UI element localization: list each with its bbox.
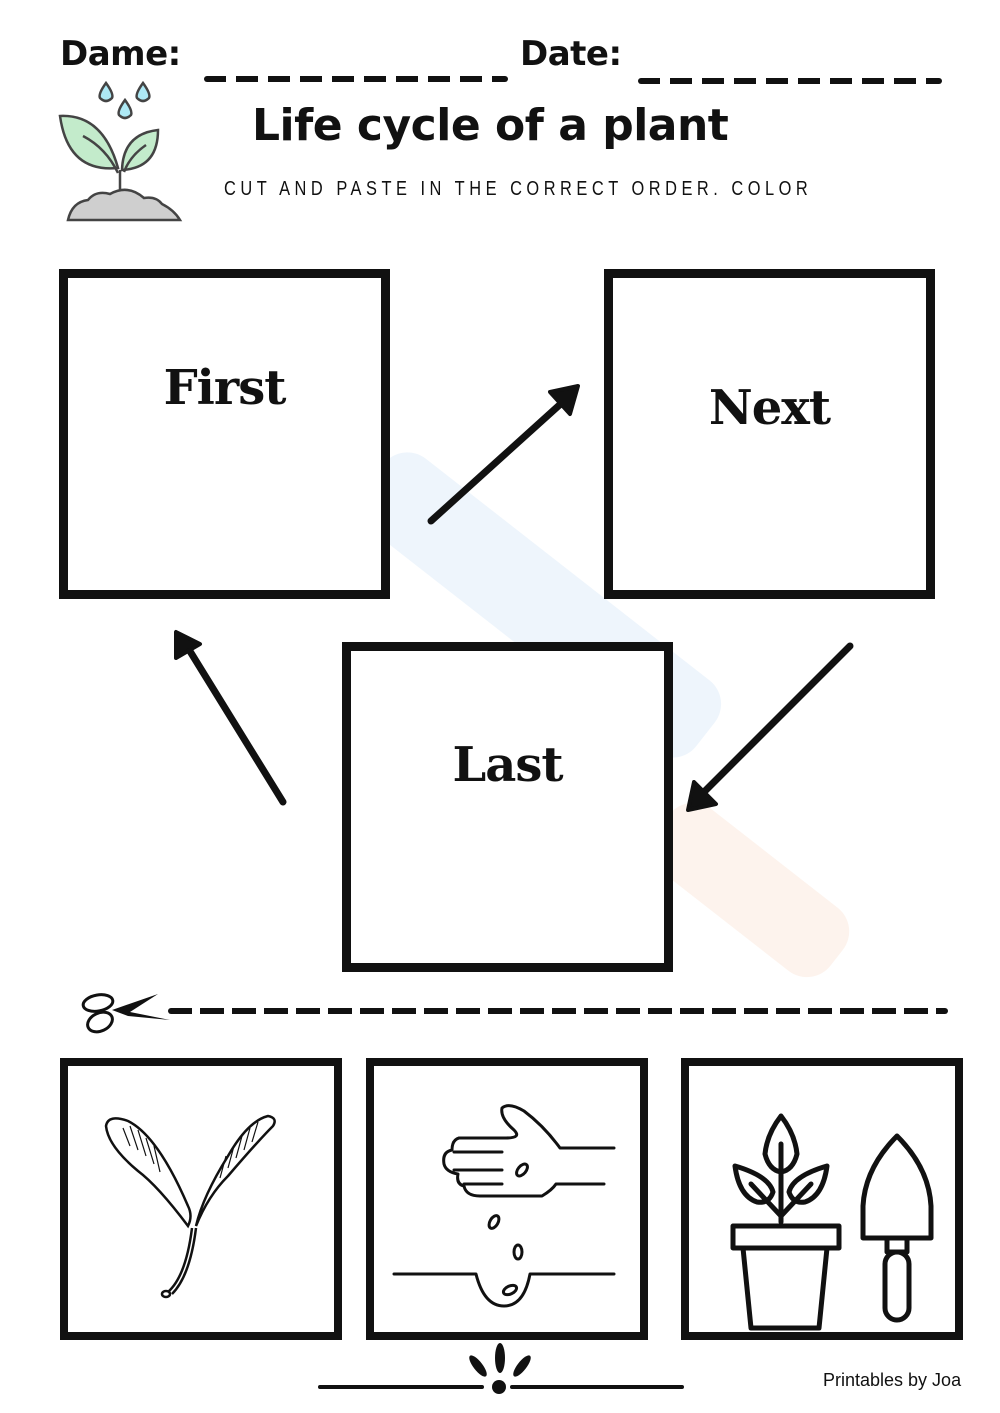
date-field[interactable]	[638, 78, 942, 84]
scissors-icon	[81, 993, 170, 1034]
first-box[interactable]: First	[59, 269, 390, 599]
hand-planting-seeds-icon	[392, 1104, 616, 1308]
cutout-card-seed[interactable]	[60, 1058, 342, 1340]
next-box-label: Next	[708, 380, 831, 436]
flourish-divider-icon	[318, 1343, 684, 1394]
arrow-next-to-last-icon	[686, 642, 854, 812]
maple-seed-samara-icon	[104, 1114, 276, 1299]
first-box-label: First	[163, 360, 287, 416]
next-box[interactable]: Next	[604, 269, 935, 599]
name-label: Dame:	[60, 34, 181, 74]
cutout-card-planting[interactable]	[366, 1058, 648, 1340]
arrow-first-to-next-icon	[427, 384, 580, 525]
sprouting-plant-icon	[58, 80, 183, 222]
potted-plant-and-trowel-icon	[730, 1113, 934, 1331]
last-box[interactable]: Last	[342, 642, 673, 972]
last-box-label: Last	[452, 737, 563, 793]
date-label: Date:	[520, 34, 622, 74]
name-field[interactable]	[204, 76, 508, 82]
instructions: CUT AND PASTE IN THE CORRECT ORDER. COLO…	[224, 178, 813, 200]
arrow-last-to-first-icon	[174, 630, 287, 806]
page-title: Life cycle of a plant	[252, 100, 729, 151]
credit-text: Printables by Joa	[823, 1370, 962, 1390]
cutout-card-potted-plant[interactable]	[681, 1058, 963, 1340]
cut-line	[168, 1008, 948, 1014]
